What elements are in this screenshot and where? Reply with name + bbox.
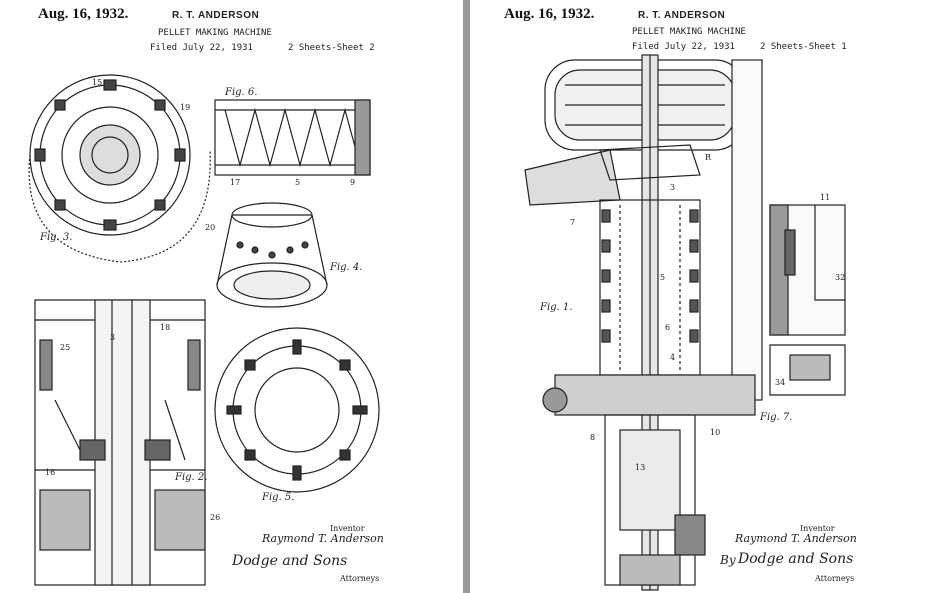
fig-3-label: Fig. 3. <box>39 232 72 243</box>
filed-date: Filed July 22, 1931 <box>150 43 253 53</box>
inventor-name: R. T. ANDERSON <box>638 10 726 21</box>
svg-text:19: 19 <box>180 103 190 112</box>
svg-text:3: 3 <box>110 333 115 342</box>
attorney-signature: Dodge and Sons <box>738 551 854 567</box>
figure-7-drawing <box>769 204 846 396</box>
attorneys-label: Attorneys <box>340 574 380 583</box>
inventor-label: Inventor <box>330 524 365 533</box>
fig-6-label: Fig. 6. <box>224 87 257 98</box>
svg-text:15: 15 <box>92 78 102 87</box>
svg-text:13: 13 <box>635 463 645 472</box>
patent-title: PELLET MAKING MACHINE <box>632 27 746 37</box>
page-divider <box>463 0 470 593</box>
sheet-number: 2 Sheets-Sheet 1 <box>760 42 847 52</box>
patent-date: Aug. 16, 1932. <box>504 6 595 22</box>
svg-text:32: 32 <box>835 273 845 282</box>
filed-date: Filed July 22, 1931 <box>632 42 735 52</box>
svg-text:8: 8 <box>590 433 595 442</box>
figure-3-drawing <box>28 74 211 263</box>
patent-drawing-sheet-1: Fig. 1. Fig. 7. R 7 3 5 6 4 10 8 13 11 3… <box>524 54 846 591</box>
fig-4-label: Fig. 4. <box>329 262 362 273</box>
attorney-signature: Dodge and Sons <box>232 553 348 569</box>
patent-drawing-sheet-2: Fig. 3. Fig. 6. Fig. 4. Fig. 2. Fig. 5. … <box>28 74 380 586</box>
sheet-number: 2 Sheets-Sheet 2 <box>288 43 375 53</box>
by-label: By <box>720 553 736 567</box>
svg-text:6: 6 <box>665 323 670 332</box>
svg-text:17: 17 <box>230 178 240 187</box>
svg-text:11: 11 <box>820 193 830 202</box>
figure-4-drawing <box>216 202 328 308</box>
patent-date: Aug. 16, 1932. <box>38 6 129 22</box>
fig-5-label: Fig. 5. <box>261 492 294 503</box>
patent-sheet-2: Aug. 16, 1932. R. T. ANDERSON PELLET MAK… <box>0 0 463 593</box>
patent-sheet-1: Aug. 16, 1932. R. T. ANDERSON PELLET MAK… <box>470 0 925 593</box>
figure-2-drawing <box>34 299 206 586</box>
svg-text:9: 9 <box>350 178 355 187</box>
fig-2-label: Fig. 2. <box>174 472 207 483</box>
svg-text:4: 4 <box>670 353 675 362</box>
inventor-label: Inventor <box>800 524 835 533</box>
figure-1-drawing <box>524 54 763 591</box>
figure-5-drawing <box>214 327 380 493</box>
svg-text:7: 7 <box>570 218 575 227</box>
svg-text:5: 5 <box>660 273 665 282</box>
inventor-name: R. T. ANDERSON <box>172 10 260 21</box>
svg-text:16: 16 <box>45 468 55 477</box>
svg-text:25: 25 <box>60 343 70 352</box>
svg-text:20: 20 <box>205 223 215 232</box>
svg-text:26: 26 <box>210 513 220 522</box>
attorneys-label: Attorneys <box>815 574 855 583</box>
svg-text:10: 10 <box>710 428 720 437</box>
inventor-signature: Raymond T. Anderson <box>262 532 384 545</box>
svg-text:34: 34 <box>775 378 785 387</box>
svg-text:3: 3 <box>670 183 675 192</box>
inventor-signature: Raymond T. Anderson <box>735 532 857 545</box>
fig-7-label: Fig. 7. <box>759 412 792 423</box>
svg-text:R: R <box>705 153 712 162</box>
patent-title: PELLET MAKING MACHINE <box>158 28 272 38</box>
fig-1-label: Fig. 1. <box>539 302 572 313</box>
figure-6-drawing <box>214 99 371 176</box>
svg-text:5: 5 <box>295 178 300 187</box>
svg-text:18: 18 <box>160 323 170 332</box>
